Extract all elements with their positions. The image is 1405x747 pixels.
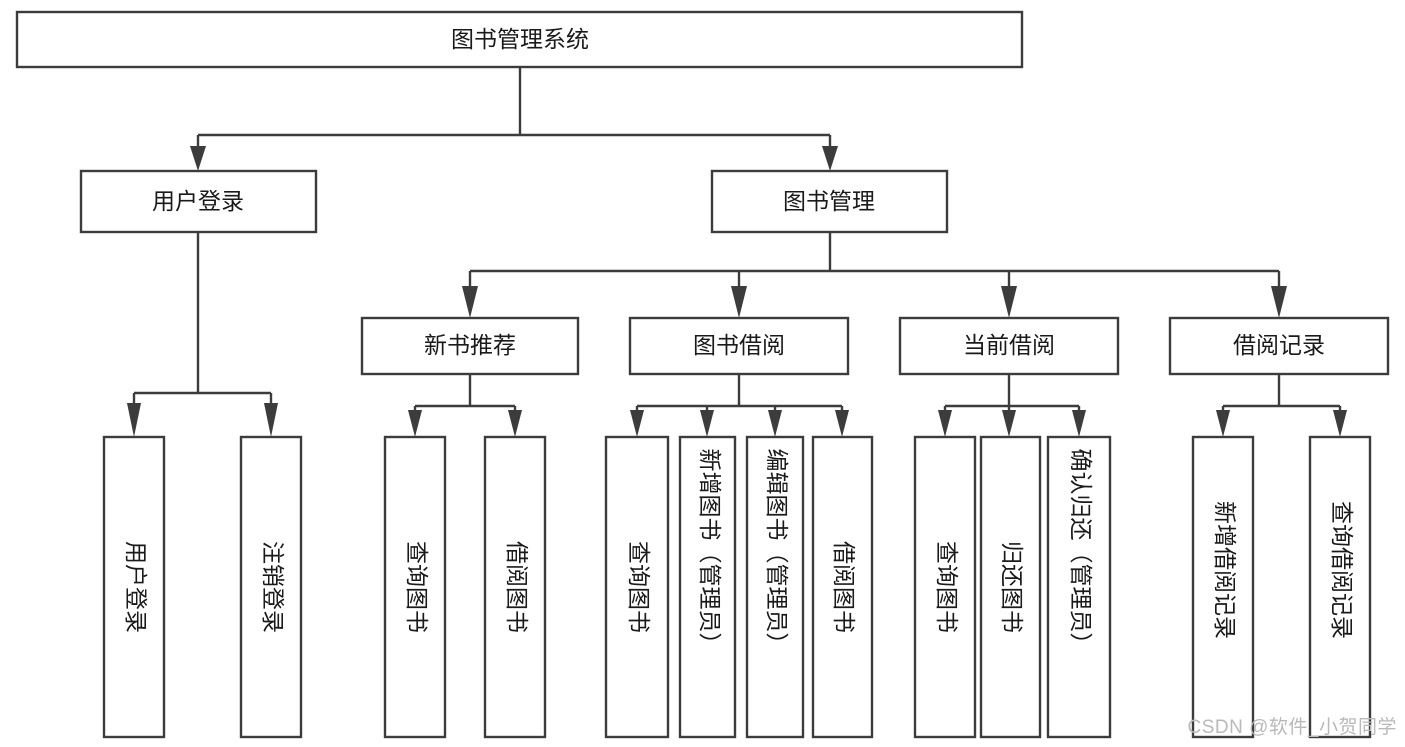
- node-leaf-add-book-label: 新增图书（管理员）: [697, 449, 723, 656]
- node-leaf-query-book-1-label: 查询图书: [404, 541, 430, 633]
- node-leaf-confirm-return[interactable]: 确认归还（管理员）: [1046, 435, 1112, 739]
- node-book-manage-box[interactable]: [710, 169, 949, 234]
- node-leaf-add-book[interactable]: 新增图书（管理员）: [678, 435, 737, 739]
- arrowhead-leaf-user-login: [127, 403, 141, 437]
- node-leaf-borrow-book-2-box[interactable]: [811, 435, 874, 739]
- node-leaf-confirm-return-label: 确认归还（管理员）: [1068, 449, 1094, 656]
- arrowhead-book-borrow: [731, 286, 747, 318]
- node-leaf-user-login-box[interactable]: [102, 435, 166, 739]
- node-user-login-label: 用户登录: [152, 188, 244, 214]
- node-leaf-edit-book-box[interactable]: [745, 435, 805, 739]
- node-leaf-add-record-box[interactable]: [1191, 435, 1255, 739]
- node-borrow-record-label: 借阅记录: [1233, 332, 1325, 358]
- node-root-box[interactable]: [15, 10, 1024, 69]
- arrowhead-book-manage: [822, 146, 838, 171]
- arrowhead-leaf-confirm-return: [1072, 410, 1086, 437]
- node-leaf-borrow-book-1[interactable]: 借阅图书: [483, 435, 547, 739]
- node-root[interactable]: 图书管理系统: [15, 10, 1024, 69]
- node-leaf-query-book-1[interactable]: 查询图书: [383, 435, 447, 739]
- node-borrow-record-box[interactable]: [1168, 316, 1390, 376]
- arrowhead-leaf-add-book: [700, 410, 714, 437]
- node-book-manage[interactable]: 图书管理: [710, 169, 949, 234]
- node-leaf-logout-box[interactable]: [239, 435, 303, 739]
- arrowhead-leaf-query-book-1: [408, 410, 422, 437]
- node-book-borrow-box[interactable]: [628, 316, 850, 376]
- node-book-manage-label: 图书管理: [783, 188, 875, 214]
- node-leaf-logout-label: 注销登录: [260, 541, 286, 633]
- arrowhead-leaf-borrow-book-1: [508, 410, 522, 437]
- node-user-login[interactable]: 用户登录: [79, 169, 318, 234]
- node-root-label: 图书管理系统: [451, 26, 589, 52]
- node-leaf-edit-book[interactable]: 编辑图书（管理员）: [745, 435, 805, 739]
- node-leaf-query-book-1-box[interactable]: [383, 435, 447, 739]
- node-leaf-query-record-label: 查询借阅记录: [1329, 501, 1355, 639]
- node-leaf-confirm-return-box[interactable]: [1046, 435, 1112, 739]
- node-leaf-query-record[interactable]: 查询借阅记录: [1308, 435, 1372, 739]
- arrowhead-current-borrow: [1001, 286, 1017, 318]
- node-leaf-add-book-box[interactable]: [678, 435, 737, 739]
- arrowhead-leaf-logout: [264, 403, 278, 437]
- node-new-book-rec-label: 新书推荐: [424, 332, 516, 358]
- node-leaf-add-record-label: 新增借阅记录: [1212, 501, 1238, 639]
- arrowhead-leaf-return-book: [1002, 410, 1016, 437]
- node-leaf-query-book-2-label: 查询图书: [626, 541, 652, 633]
- node-leaf-query-book-3[interactable]: 查询图书: [913, 435, 977, 739]
- node-current-borrow-label: 当前借阅: [963, 332, 1055, 358]
- node-leaf-user-login[interactable]: 用户登录: [102, 435, 166, 739]
- arrowhead-leaf-query-book-2: [630, 410, 644, 437]
- arrowhead-user-login: [190, 146, 206, 171]
- node-current-borrow-box[interactable]: [898, 316, 1120, 376]
- node-borrow-record[interactable]: 借阅记录: [1168, 316, 1390, 376]
- connector-layer: [127, 67, 1347, 437]
- node-leaf-query-book-2[interactable]: 查询图书: [604, 435, 670, 739]
- arrowhead-leaf-query-book-3: [938, 410, 952, 437]
- node-user-login-box[interactable]: [79, 169, 318, 234]
- node-book-borrow[interactable]: 图书借阅: [628, 316, 850, 376]
- node-leaf-borrow-book-1-label: 借阅图书: [504, 541, 530, 633]
- node-leaf-borrow-book-2-label: 借阅图书: [831, 541, 857, 633]
- node-leaf-borrow-book-2[interactable]: 借阅图书: [811, 435, 874, 739]
- arrowhead-new-book-rec: [462, 286, 478, 318]
- node-leaf-user-login-label: 用户登录: [123, 541, 149, 633]
- node-leaf-query-book-3-box[interactable]: [913, 435, 977, 739]
- arrowhead-leaf-edit-book: [768, 410, 782, 437]
- arrowhead-borrow-record: [1271, 286, 1287, 318]
- node-leaf-add-record[interactable]: 新增借阅记录: [1191, 435, 1255, 739]
- arrowhead-leaf-borrow-book-2: [835, 410, 849, 437]
- node-new-book-rec[interactable]: 新书推荐: [360, 316, 580, 376]
- node-leaf-logout[interactable]: 注销登录: [239, 435, 303, 739]
- node-leaf-return-book[interactable]: 归还图书: [979, 435, 1042, 739]
- arrowhead-leaf-add-record: [1216, 410, 1230, 437]
- node-new-book-rec-box[interactable]: [360, 316, 580, 376]
- node-leaf-borrow-book-1-box[interactable]: [483, 435, 547, 739]
- node-current-borrow[interactable]: 当前借阅: [898, 316, 1120, 376]
- node-leaf-edit-book-label: 编辑图书（管理员）: [764, 449, 790, 656]
- arrowhead-leaf-query-record: [1333, 410, 1347, 437]
- node-leaf-return-book-box[interactable]: [979, 435, 1042, 739]
- node-leaf-query-book-3-label: 查询图书: [934, 541, 960, 633]
- node-leaf-query-record-box[interactable]: [1308, 435, 1372, 739]
- node-leaf-query-book-2-box[interactable]: [604, 435, 670, 739]
- node-layer: 图书管理系统 用户登录 图书管理 新书推荐 图书借阅: [15, 10, 1390, 739]
- node-book-borrow-label: 图书借阅: [693, 332, 785, 358]
- node-leaf-return-book-label: 归还图书: [999, 541, 1025, 633]
